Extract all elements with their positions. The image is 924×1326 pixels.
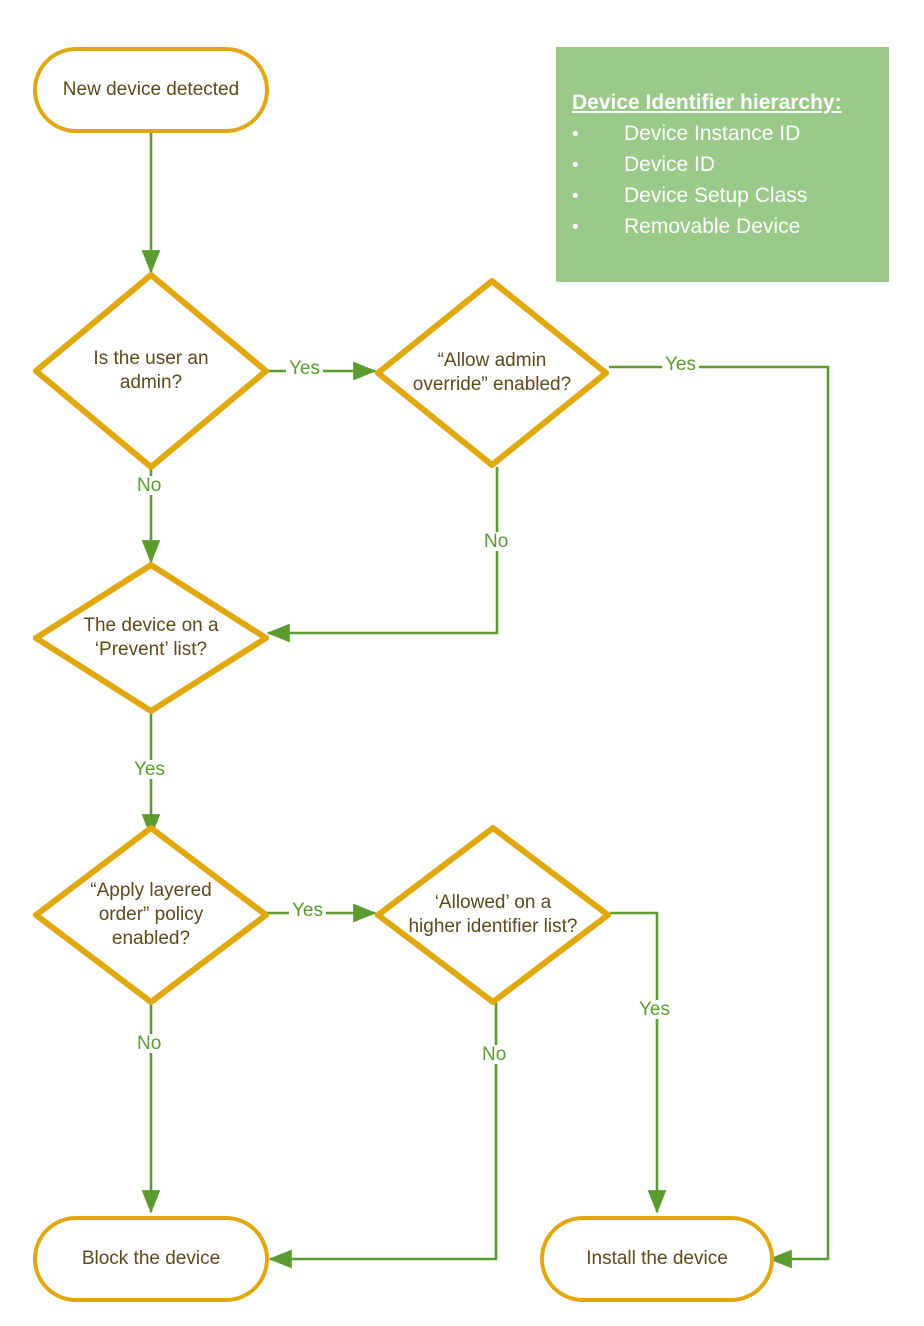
legend-item-label: Device Instance ID — [624, 122, 801, 146]
legend-item: • Device ID — [572, 150, 889, 181]
node-label: “Allow admin override” enabled? — [412, 349, 572, 395]
node-new-device-detected[interactable]: New device detected — [33, 47, 269, 133]
bullet-icon: • — [572, 186, 579, 208]
edge-override-yes — [609, 365, 830, 1269]
node-device-on-prevent-list[interactable]: The device on a ‘Prevent’ list? — [33, 562, 269, 714]
node-label: Block the device — [81, 1248, 221, 1270]
diamond-shape — [375, 825, 611, 1005]
node-allowed-on-higher-identifier-list[interactable]: ‘Allowed’ on a higher identifier list? — [375, 825, 611, 1005]
diamond-shape — [33, 562, 269, 714]
legend-title: Device Identifier hierarchy: — [572, 91, 842, 114]
edge-label-allowed-yes: Yes — [636, 1000, 673, 1019]
node-block-the-device[interactable]: Block the device — [33, 1216, 269, 1302]
legend-item-label: Device Setup Class — [624, 184, 808, 208]
diamond-shape — [33, 272, 269, 470]
legend-item: • Device Instance ID — [572, 119, 889, 150]
edge-label-layered-no: No — [134, 1034, 165, 1053]
diamond-shape — [33, 825, 269, 1005]
edge-label-prevent-yes: Yes — [131, 760, 168, 779]
edge-label-allowed-no: No — [479, 1045, 510, 1064]
legend-item-label: Device ID — [624, 153, 716, 177]
diamond-shape — [375, 278, 609, 468]
node-label: The device on a ‘Prevent’ list? — [83, 614, 219, 660]
bullet-icon: • — [572, 216, 579, 238]
bullet-icon: • — [572, 124, 579, 146]
node-install-the-device[interactable]: Install the device — [540, 1216, 774, 1302]
edge-override-no — [266, 467, 499, 643]
edge-label-layered-yes: Yes — [289, 901, 326, 920]
legend-item: • Removable Device — [572, 212, 889, 243]
bullet-icon: • — [572, 155, 579, 177]
node-label: “Apply layered order” policy enabled? — [90, 879, 212, 950]
node-apply-layered-order-policy-enabled[interactable]: “Apply layered order” policy enabled? — [33, 825, 269, 1005]
edge-label-is-admin-no: No — [134, 476, 165, 495]
edge-label-is-admin-yes: Yes — [286, 359, 323, 378]
node-allow-admin-override-enabled[interactable]: “Allow admin override” enabled? — [375, 278, 609, 468]
node-label: ‘Allowed’ on a higher identifier list? — [408, 891, 578, 937]
node-is-the-user-an-admin[interactable]: Is the user an admin? — [33, 272, 269, 470]
edge-label-override-no: No — [481, 532, 512, 551]
node-label: New device detected — [62, 79, 240, 101]
edge-allowed-yes — [610, 911, 667, 1214]
edge-allowed-no — [268, 1003, 498, 1269]
node-label: Is the user an admin? — [93, 347, 209, 393]
legend-item-label: Removable Device — [624, 214, 801, 238]
edge-label-override-yes: Yes — [662, 355, 699, 374]
node-label: Install the device — [586, 1248, 728, 1270]
legend-list: • Device Instance ID • Device ID • Devic… — [572, 119, 889, 242]
legend-box: Device Identifier hierarchy: • Device In… — [556, 47, 889, 282]
legend-item: • Device Setup Class — [572, 181, 889, 212]
